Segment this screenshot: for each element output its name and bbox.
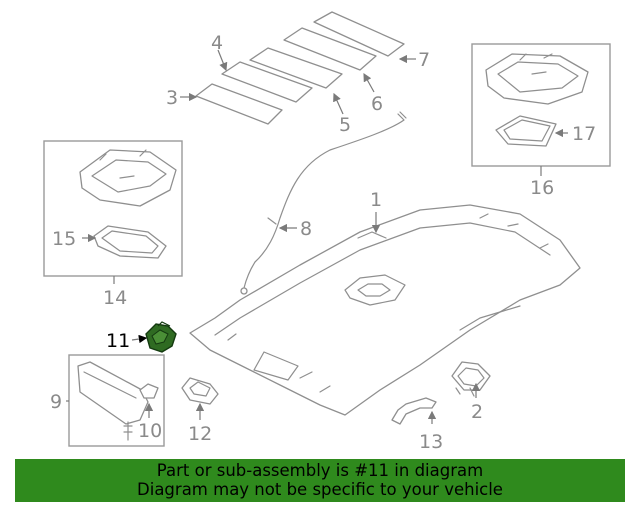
- banner-line-1: Part or sub-assembly is #11 in diagram: [156, 461, 484, 480]
- callout-7: 7: [418, 49, 430, 71]
- callout-1: 1: [370, 189, 382, 211]
- callout-10: 10: [138, 420, 162, 442]
- insulation-pad-5: [249, 47, 343, 89]
- headliner-1: [189, 204, 581, 416]
- box-16: [471, 43, 611, 167]
- banner-line-2: Diagram may not be specific to your vehi…: [137, 479, 503, 499]
- callout-16: 16: [530, 177, 554, 199]
- callout-3: 3: [166, 87, 178, 109]
- insulation-pad-7: [313, 11, 405, 57]
- callout-8: 8: [300, 218, 312, 240]
- insulation-pad-3: [195, 83, 283, 125]
- wiring-harness-8: [240, 111, 407, 295]
- callout-12: 12: [188, 423, 212, 445]
- box-14: [43, 140, 183, 277]
- callout-13: 13: [419, 431, 443, 453]
- insulation-pad-6: [283, 27, 377, 71]
- highlighted-part-11: [145, 321, 177, 353]
- bracket-2: [451, 361, 491, 397]
- callout-4: 4: [211, 32, 223, 54]
- callout-6: 6: [371, 93, 383, 115]
- box-9: [68, 354, 165, 447]
- grab-handle-clip-12: [181, 377, 219, 405]
- insulation-pad-4: [221, 61, 313, 103]
- callout-17: 17: [572, 123, 596, 145]
- info-banner: Part or sub-assembly is #11 in diagram D…: [15, 459, 625, 502]
- callout-14: 14: [103, 287, 127, 309]
- callout-2: 2: [471, 401, 483, 423]
- callout-9: 9: [50, 391, 62, 413]
- callout-15: 15: [52, 228, 76, 250]
- callout-11: 11: [106, 330, 130, 352]
- exploded-parts-diagram: 3 4 5 6 7 8 1 2 15 14 17 16 11 9 10 12 1…: [43, 11, 611, 453]
- assist-grip-13: [391, 397, 437, 425]
- callout-5: 5: [339, 114, 351, 136]
